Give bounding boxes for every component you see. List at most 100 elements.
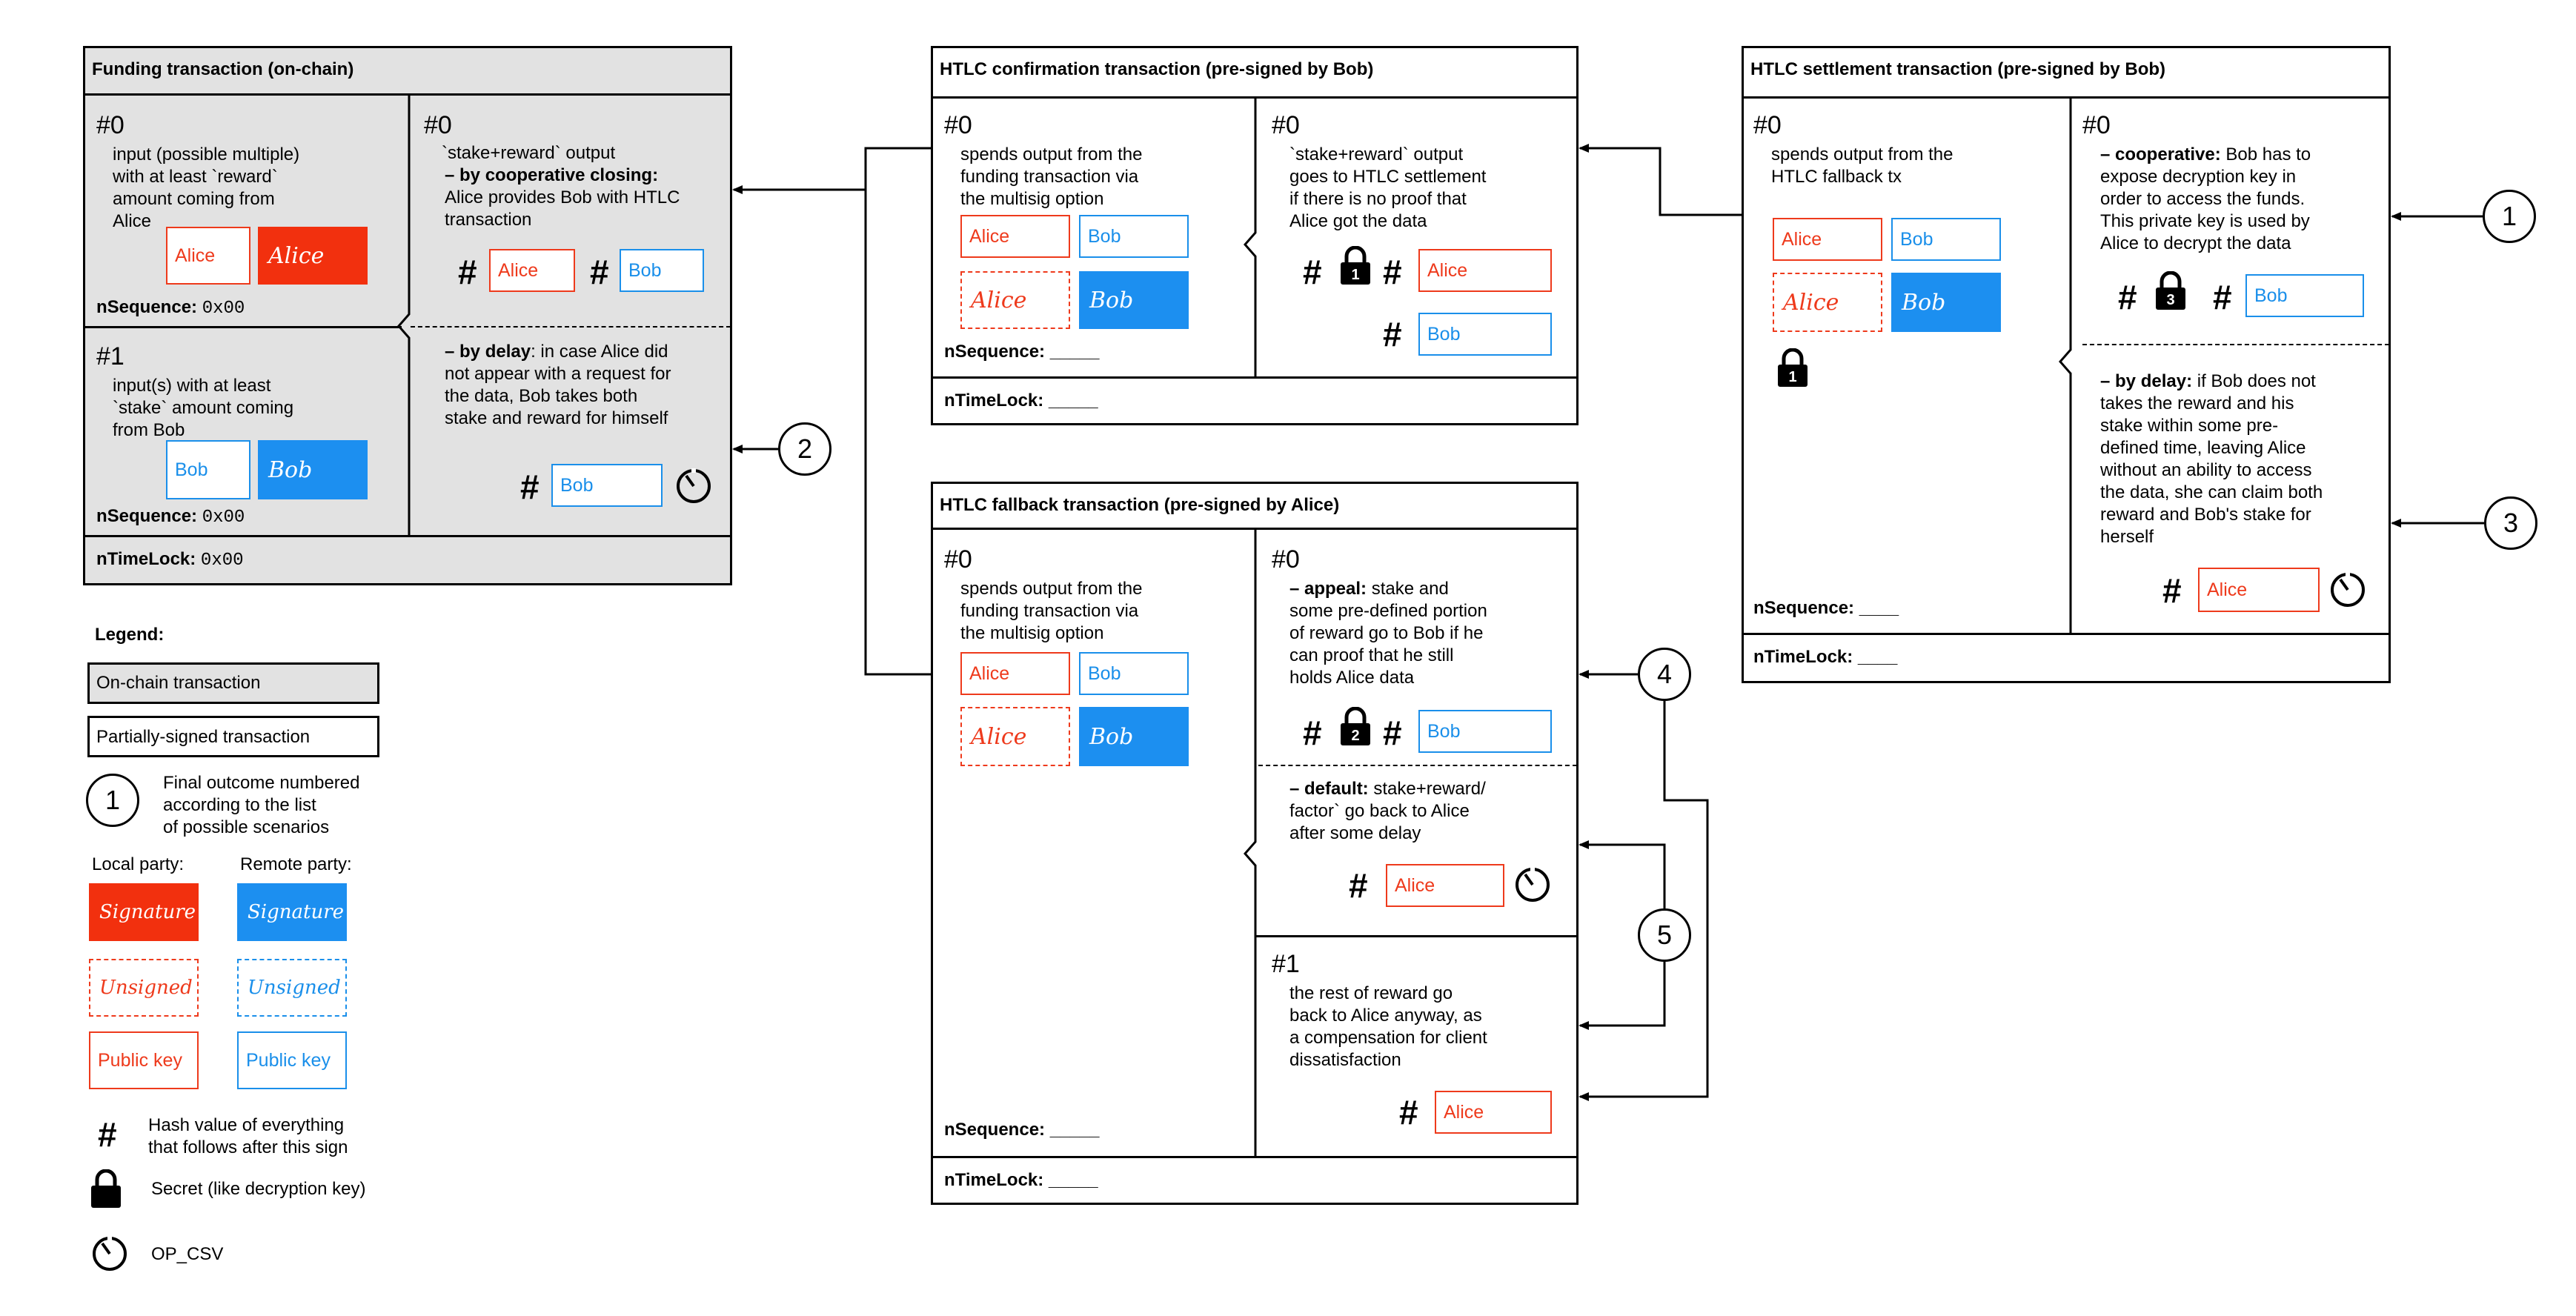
bob-pubkey: Bob xyxy=(1418,313,1552,356)
hash-icon: # xyxy=(590,253,609,291)
funding-divider xyxy=(397,93,411,536)
hash-icon: # xyxy=(1383,315,1402,353)
fallback-nsequence: nSequence: _____ xyxy=(944,1120,1100,1140)
fallback-title: HTLC fallback transaction (pre-signed by… xyxy=(940,495,1340,515)
legend-remote-pubkey: Public key xyxy=(237,1031,347,1089)
fallback-out1-num: #1 xyxy=(1272,950,1300,978)
confirm-in0-num: #0 xyxy=(944,111,972,139)
legend-onchain-label: On-chain transaction xyxy=(96,673,261,693)
legend-local-signature: Signature xyxy=(89,883,199,941)
lock-icon: 3 xyxy=(2156,271,2185,310)
svg-text:2: 2 xyxy=(1351,728,1359,744)
funding-coop-label: – by cooperative closing: xyxy=(445,165,659,185)
legend-outcome-text: Final outcome numbered according to the … xyxy=(163,773,360,837)
alice-unsigned: Alice xyxy=(960,271,1070,329)
settlement-in0-desc: spends output from the HTLC fallback tx xyxy=(1771,144,1953,187)
settlement-in0-num: #0 xyxy=(1753,111,1782,139)
fallback-ntimelock: nTimeLock: _____ xyxy=(944,1170,1098,1190)
bob-pubkey: Bob xyxy=(1079,215,1189,258)
fallback-out0-num: #0 xyxy=(1272,545,1300,574)
legend-onchain-box xyxy=(87,662,379,704)
fallback-appeal-text: – appeal: stake and some pre-defined por… xyxy=(1289,579,1487,688)
alice-pubkey: Alice xyxy=(1386,864,1504,907)
alice-unsigned: Alice xyxy=(1773,273,1882,332)
hash-icon: # xyxy=(98,1115,117,1154)
settlement-out0-num: #0 xyxy=(2082,111,2111,139)
hash-icon: # xyxy=(2162,571,2182,610)
fallback-in0-num: #0 xyxy=(944,545,972,574)
svg-text:1: 1 xyxy=(1351,267,1359,283)
outcome-5: 5 xyxy=(1638,908,1691,962)
timer-icon xyxy=(93,1236,127,1271)
funding-in1-nsequence: nSequence: 0x00 xyxy=(96,506,245,528)
lock-icon: 1 xyxy=(1341,246,1370,285)
confirm-ntimelock: nTimeLock: _____ xyxy=(944,391,1098,411)
legend-remote-party: Remote party: xyxy=(240,854,352,874)
hash-icon: # xyxy=(1303,714,1322,752)
settlement-ntimelock: nTimeLock: ____ xyxy=(1753,647,1898,667)
hash-icon: # xyxy=(1399,1093,1418,1131)
legend-secret-text: Secret (like decryption key) xyxy=(151,1179,366,1199)
htlc-settlement-transaction xyxy=(1742,46,2391,683)
legend-partial-label: Partially-signed transaction xyxy=(96,727,311,747)
confirm-divider xyxy=(1244,96,1257,378)
bob-signature: Bob xyxy=(258,440,368,499)
confirm-title: HTLC confirmation transaction (pre-signe… xyxy=(940,59,1374,79)
confirm-out0-num: #0 xyxy=(1272,111,1300,139)
funding-delay-text: – by delay: in case Alice did not appear… xyxy=(445,342,671,428)
legend-title: Legend: xyxy=(95,625,165,645)
confirm-in0-desc: spends output from the funding transacti… xyxy=(960,144,1143,209)
alice-unsigned: Alice xyxy=(960,707,1070,766)
funding-title: Funding transaction (on-chain) xyxy=(92,59,354,79)
legend-local-unsigned: Unsigned xyxy=(89,959,199,1017)
hash-icon: # xyxy=(1303,253,1322,291)
funding-in0-num: #0 xyxy=(96,111,125,139)
outcome-2: 2 xyxy=(778,422,831,476)
confirm-out0-desc: `stake+reward` output goes to HTLC settl… xyxy=(1289,144,1487,231)
alice-signature: Alice xyxy=(258,227,368,285)
confirm-nsequence: nSequence: _____ xyxy=(944,342,1100,362)
hash-icon: # xyxy=(2118,278,2137,316)
funding-ntimelock: nTimeLock: 0x00 xyxy=(96,549,244,571)
bob-pubkey: Bob xyxy=(1079,652,1189,695)
funding-out0-num: #0 xyxy=(424,111,452,139)
legend-csv-text: OP_CSV xyxy=(151,1244,224,1264)
bob-pubkey: Bob xyxy=(166,440,250,499)
fallback-default-text: – default: stake+reward/ factor` go back… xyxy=(1289,779,1486,843)
fallback-divider xyxy=(1244,528,1257,1157)
hash-icon: # xyxy=(2213,278,2232,316)
alice-pubkey: Alice xyxy=(1435,1091,1552,1134)
svg-text:1: 1 xyxy=(1788,369,1796,385)
lock-icon: 2 xyxy=(1341,707,1370,745)
settlement-title: HTLC settlement transaction (pre-signed … xyxy=(1750,59,2166,79)
funding-in1-desc: input(s) with at least `stake` amount co… xyxy=(113,376,294,440)
bob-signature: Bob xyxy=(1079,271,1189,329)
alice-pubkey: Alice xyxy=(960,652,1070,695)
legend-partial-box xyxy=(87,716,379,757)
bob-signature: Bob xyxy=(1079,707,1189,766)
legend-remote-unsigned: Unsigned xyxy=(237,959,347,1017)
bob-pubkey: Bob xyxy=(620,249,704,292)
funding-out0-desc: `stake+reward` output xyxy=(442,143,616,163)
settlement-divider xyxy=(2059,96,2072,634)
alice-pubkey: Alice xyxy=(2198,568,2320,612)
hash-icon: # xyxy=(520,468,540,506)
legend-local-party: Local party: xyxy=(92,854,185,874)
svg-text:3: 3 xyxy=(2166,292,2174,308)
legend-outcome-circle: 1 xyxy=(86,774,139,827)
bob-signature: Bob xyxy=(1891,273,2001,332)
legend-local-pubkey: Public key xyxy=(89,1031,199,1089)
alice-pubkey: Alice xyxy=(960,215,1070,258)
funding-coop-text: Alice provides Bob with HTLC transaction xyxy=(445,187,680,230)
timer-icon xyxy=(1516,867,1550,902)
funding-in0-desc: input (possible multiple) with at least … xyxy=(113,144,300,231)
lock-icon: 1 xyxy=(1778,348,1807,387)
funding-in1-num: #1 xyxy=(96,342,125,370)
lock-icon xyxy=(91,1169,121,1208)
htlc-confirmation-transaction xyxy=(931,46,1579,425)
outcome-4: 4 xyxy=(1638,648,1691,701)
legend-remote-signature: Signature xyxy=(237,883,347,941)
settlement-nsequence: nSequence: ____ xyxy=(1753,598,1899,618)
